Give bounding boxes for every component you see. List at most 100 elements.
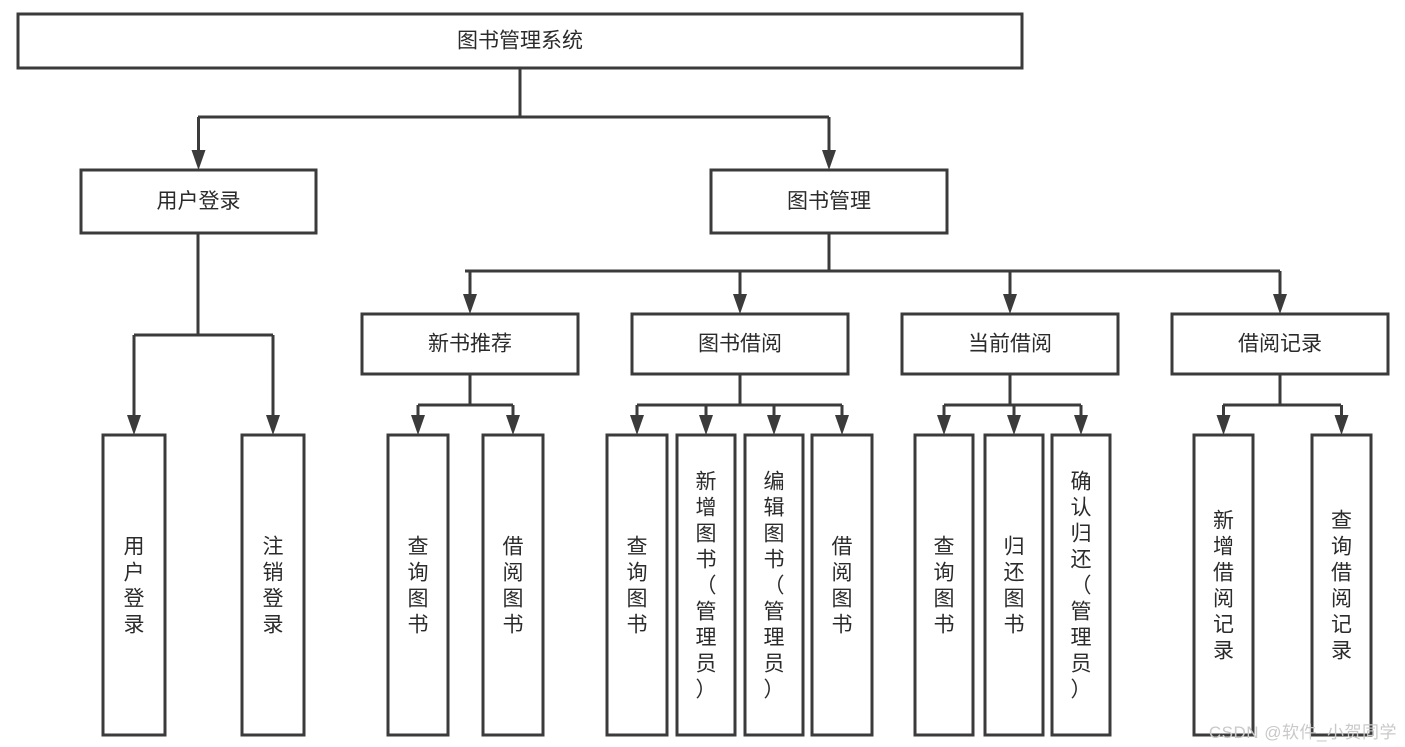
arrow-head-icon xyxy=(1007,415,1021,435)
node-label-char: 记 xyxy=(1331,613,1352,636)
node-label-char: 管 xyxy=(696,600,717,623)
arrow-head-icon xyxy=(699,415,713,435)
node-label-char: 录 xyxy=(1213,639,1234,662)
node-label-char: 借 xyxy=(832,535,853,558)
node-label-char: 查 xyxy=(627,535,648,558)
node-book-borrow[interactable]: 图书借阅 xyxy=(630,312,850,376)
connector-drop xyxy=(191,117,206,170)
node-user-login[interactable]: 用户登录 xyxy=(79,168,318,235)
node-label-char: 图 xyxy=(1004,587,1025,610)
node-label-char: 员 xyxy=(764,652,785,675)
node-label-char: 认 xyxy=(1071,496,1092,519)
node-label-char: 员 xyxy=(1071,652,1092,675)
node-current-borrow[interactable]: 当前借阅 xyxy=(900,312,1120,376)
node-borrow-record[interactable]: 借阅记录 xyxy=(1170,312,1390,376)
connector-drop xyxy=(411,405,425,435)
node-label-char: 查 xyxy=(408,535,429,558)
node-label: 用户登录 xyxy=(157,190,241,213)
arrow-head-icon xyxy=(1334,415,1349,435)
connector-bus-book-borrow xyxy=(637,374,842,407)
arrow-head-icon xyxy=(1003,294,1017,314)
node-label-char: 借 xyxy=(1331,561,1352,584)
node-label-char: 图 xyxy=(832,587,853,610)
node-label-char: ） xyxy=(696,678,717,701)
node-book-management[interactable]: 图书管理 xyxy=(709,168,949,235)
connector-drop xyxy=(463,271,477,314)
node-label-char: 归 xyxy=(1071,522,1092,545)
node-label-char: 阅 xyxy=(832,561,853,584)
node-new-book-recommend[interactable]: 新书推荐 xyxy=(360,312,580,376)
node-label-char: 辑 xyxy=(764,496,785,519)
node-leaf-user-login[interactable]: 用户登录 xyxy=(101,433,167,737)
node-label-char: 还 xyxy=(1071,548,1092,571)
node-label-char: 记 xyxy=(1213,613,1234,636)
node-label: 图书管理系统 xyxy=(457,30,583,53)
arrow-head-icon xyxy=(127,415,141,435)
connector-drop xyxy=(767,405,781,435)
node-label-char: 登 xyxy=(124,587,145,610)
node-label-char: 询 xyxy=(934,561,955,584)
node-label-char: 阅 xyxy=(503,561,524,584)
arrow-head-icon xyxy=(835,415,849,435)
node-label-char: 录 xyxy=(263,613,284,636)
node-label-char: （ xyxy=(764,574,785,597)
node-label-char: 书 xyxy=(627,613,648,636)
connector-drop xyxy=(937,405,951,435)
node-label-char: 询 xyxy=(1331,535,1352,558)
arrow-head-icon xyxy=(463,294,477,314)
csdn-watermark: CSDN @软件_小贺同学 xyxy=(1208,723,1397,742)
arrow-head-icon xyxy=(733,294,747,314)
node-label-char: 户 xyxy=(124,561,145,584)
node-label-char: 询 xyxy=(627,561,648,584)
node-label-char: 增 xyxy=(1213,535,1234,558)
connector-drop xyxy=(699,405,713,435)
node-label-char: 销 xyxy=(263,561,284,584)
node-label-char: 用 xyxy=(124,535,145,558)
arrow-head-icon xyxy=(266,415,280,435)
node-label-char: 书 xyxy=(1004,613,1025,636)
node-label-char: 书 xyxy=(832,613,853,636)
connector-bus-root xyxy=(198,68,829,119)
connector-bus-book-management xyxy=(465,233,1280,273)
connector-drop xyxy=(266,335,280,435)
node-label-char: 理 xyxy=(1071,626,1092,649)
node-label-char: 理 xyxy=(764,626,785,649)
arrow-head-icon xyxy=(1216,415,1231,435)
node-label-char: 图 xyxy=(627,587,648,610)
connector-drop xyxy=(1334,405,1349,435)
node-label-char: 图 xyxy=(696,522,717,545)
node-root[interactable]: 图书管理系统 xyxy=(16,12,1024,70)
node-label-char: 注 xyxy=(263,535,284,558)
node-label-char: 归 xyxy=(1004,535,1025,558)
arrow-head-icon xyxy=(767,415,781,435)
connector-drop xyxy=(835,405,849,435)
node-label-char: （ xyxy=(696,574,717,597)
connector-drop xyxy=(127,335,141,435)
connector-drop xyxy=(1003,271,1017,314)
node-label-char: 阅 xyxy=(1331,587,1352,610)
connector-bus-current-borrow xyxy=(944,374,1081,407)
node-label-char: 书 xyxy=(696,548,717,571)
node-label-char: 查 xyxy=(934,535,955,558)
node-label: 借阅记录 xyxy=(1238,333,1322,356)
node-label-char: 图 xyxy=(503,587,524,610)
connector-drop xyxy=(1273,271,1287,314)
node-label-char: 登 xyxy=(263,587,284,610)
arrow-head-icon xyxy=(822,150,836,170)
node-label-char: 阅 xyxy=(1213,587,1234,610)
connector-drop xyxy=(1074,405,1088,435)
connector-drop xyxy=(822,117,836,170)
